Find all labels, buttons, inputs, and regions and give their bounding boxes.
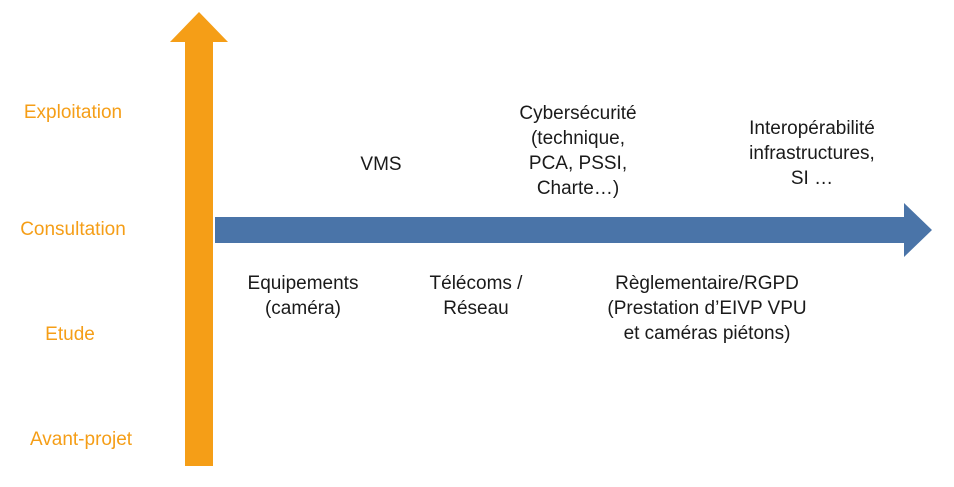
topic-equipements: Equipements (caméra) [247,273,359,319]
topic-cybersecurite: Cybersécurité (technique, PCA, PSSI, Cha… [519,103,637,199]
topic-interoperabilite: Interopérabilité infrastructures, SI … [749,118,875,189]
vertical-arrow [170,12,228,466]
stage-label-etude: Etude [45,324,95,345]
topic-vms: VMS [360,154,402,175]
topic-telecoms: Télécoms / Réseau [429,273,523,319]
topic-reglementaire: Règlementaire/RGPD (Prestation d’EIVP VP… [607,273,807,344]
stage-label-exploitation: Exploitation [23,102,123,123]
horizontal-arrow [215,203,932,257]
stage-label-consultation: Consultation [20,219,126,240]
stage-label-avant-projet: Avant-projet [29,429,133,450]
